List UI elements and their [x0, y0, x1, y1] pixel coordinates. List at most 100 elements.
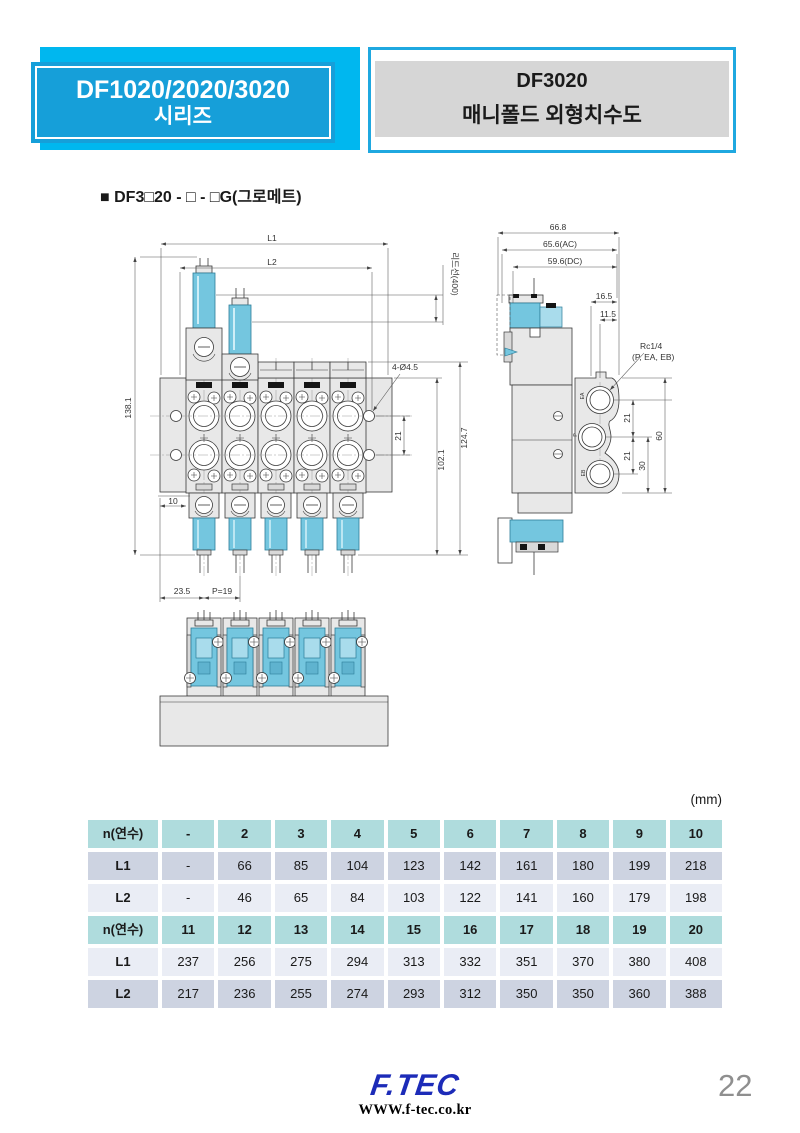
table-cell: 161: [500, 852, 553, 880]
table-header-cell: 13: [274, 916, 328, 944]
mounting-hole: [363, 449, 375, 461]
table-cell: 66: [218, 852, 271, 880]
table-cell: 293: [387, 980, 440, 1008]
table-cell: 218: [669, 852, 722, 880]
dim-102: 102.1: [436, 449, 446, 471]
dim-21-bottom: 21: [622, 451, 632, 461]
table-cell: -: [162, 884, 215, 912]
dim-124: 124.7: [459, 427, 469, 449]
table-cell: 388: [669, 980, 722, 1008]
table-header-cell: 19: [613, 916, 666, 944]
port-note-2: (P, EA, EB): [632, 352, 675, 362]
table-header-cell: 9: [613, 820, 666, 848]
model-box-band: DF3020 매니폴드 외형치수도: [375, 61, 729, 137]
table-cell: 160: [556, 884, 610, 912]
table-cell: 237: [162, 948, 215, 976]
port-label-eb: EB: [581, 469, 587, 476]
dim-holes: 4-Ø4.5: [392, 362, 418, 372]
table-cell: 256: [218, 948, 271, 976]
table-cell: 103: [387, 884, 440, 912]
table-header-cell: 11: [162, 916, 215, 944]
series-box: DF1020/2020/3020 시리즈: [31, 62, 335, 143]
port-label-ea: EA: [580, 392, 586, 399]
table-header-cell: n(연수): [88, 916, 158, 944]
front-view: L1 L2 리드선(400) 138.1 124.7 102.1: [123, 233, 469, 602]
table-header-cell: 15: [387, 916, 440, 944]
base-block: [159, 695, 389, 747]
table-cell: 312: [444, 980, 497, 1008]
company-logo: F.TEC WWW.f-tec.co.kr: [340, 1069, 490, 1119]
dim-21-front: 21: [393, 431, 403, 441]
dim-pitch: P=19: [212, 586, 232, 596]
dim-l2: L2: [267, 257, 277, 267]
dimension-table: n(연수) - 2 3 4 5 6 7 8 9 10 L1 - 66 85 10…: [88, 820, 722, 1008]
table-header-cell: 17: [500, 916, 553, 944]
table-row-label: L2: [88, 980, 158, 1008]
table-cell: 408: [669, 948, 722, 976]
mounting-hole: [170, 449, 182, 461]
table-header-cell: n(연수): [88, 820, 158, 848]
table-cell: 236: [218, 980, 271, 1008]
table-cell: 370: [556, 948, 610, 976]
table-cell: 255: [274, 980, 328, 1008]
table-cell: 351: [500, 948, 553, 976]
table-header-cell: 6: [444, 820, 497, 848]
table-header-cell: -: [162, 820, 215, 848]
dimension-drawing: L1 L2 리드선(400) 138.1 124.7 102.1: [123, 222, 675, 747]
dim-lead-wire: 리드선(400): [450, 252, 460, 295]
table-row-label: L2: [88, 884, 158, 912]
table-header-cell: 3: [274, 820, 328, 848]
valve-2-solenoid: [221, 288, 259, 381]
table-cell: 142: [444, 852, 497, 880]
dim-30: 30: [637, 461, 647, 471]
page-number: 22: [718, 1068, 753, 1103]
table-header-cell: 8: [556, 820, 610, 848]
dim-115: 11.5: [600, 309, 616, 319]
table-cell: 380: [613, 948, 666, 976]
port-note-1: Rc1/4: [640, 341, 662, 351]
dim-60: 60: [654, 431, 664, 441]
series-box-inner: DF1020/2020/3020 시리즈: [35, 66, 331, 139]
dim-235: 23.5: [174, 586, 191, 596]
side-view: EA P EB 66.8 65.6(AC) 59.6(DC): [496, 222, 675, 575]
mounting-hole: [363, 410, 375, 422]
dim-ac: 65.6(AC): [543, 239, 577, 249]
table-cell: 199: [613, 852, 666, 880]
mounting-hole: [170, 410, 182, 422]
table-header-cell: 16: [444, 916, 497, 944]
table-cell: 217: [162, 980, 215, 1008]
table-header-cell: 7: [500, 820, 553, 848]
table-cell: 274: [331, 980, 384, 1008]
table-cell: -: [162, 852, 215, 880]
valve-1-solenoid: [185, 258, 223, 381]
section-title: ■ DF3□20 - □ - □G(그로메트): [100, 189, 302, 206]
model-code: DF3020: [516, 69, 588, 92]
table-header-cell: 14: [331, 916, 384, 944]
table-cell: 179: [613, 884, 666, 912]
dim-21-top: 21: [622, 413, 632, 423]
table-cell: 360: [613, 980, 666, 1008]
table-cell: 46: [218, 884, 271, 912]
table-cell: 275: [274, 948, 328, 976]
table-cell: 350: [500, 980, 553, 1008]
table-header-cell: 18: [556, 916, 610, 944]
table-cell: 332: [444, 948, 497, 976]
table-cell: 122: [444, 884, 497, 912]
logo-text: F.TEC: [368, 1069, 462, 1102]
series-subtitle: 시리즈: [154, 104, 212, 128]
dim-138: 138.1: [123, 397, 133, 419]
series-title: DF1020/2020/3020: [75, 76, 291, 105]
table-cell: 123: [387, 852, 440, 880]
model-box: DF3020 매니폴드 외형치수도: [368, 47, 736, 153]
logo-url: WWW.f-tec.co.kr: [358, 1101, 472, 1118]
table-header-cell: 12: [218, 916, 271, 944]
table-header-cell: 4: [331, 820, 384, 848]
table-cell: 141: [500, 884, 553, 912]
table-cell: 350: [556, 980, 610, 1008]
dim-l1: L1: [267, 233, 277, 243]
table-cell: 198: [669, 884, 722, 912]
table-cell: 294: [331, 948, 384, 976]
table-row-label: L1: [88, 948, 158, 976]
dim-dc: 59.6(DC): [548, 256, 583, 266]
